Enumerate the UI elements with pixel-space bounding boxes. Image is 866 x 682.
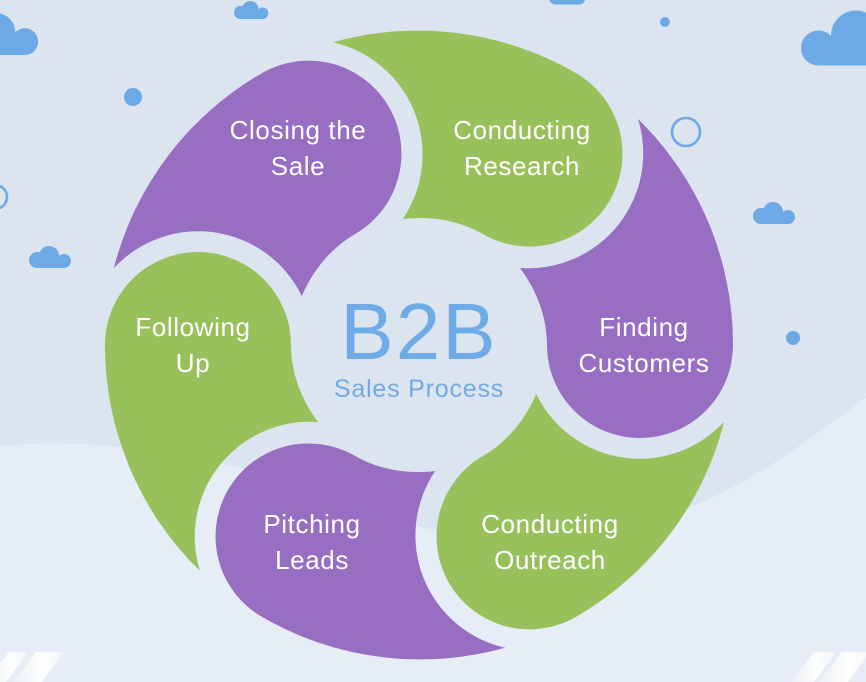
step-petal-pitching-leads [215, 443, 506, 660]
step-label-closing-the-sale: Closing the Sale [188, 112, 408, 184]
step-label-line: Up [175, 348, 211, 378]
cloud-icon [549, 0, 586, 5]
step-label-line: Following [135, 312, 251, 342]
step-petal-finding-customers [520, 119, 734, 438]
dot-icon [786, 331, 800, 345]
dot-icon [124, 88, 142, 106]
step-petal-following-up [104, 252, 318, 571]
step-label-line: Conducting [453, 115, 591, 145]
step-label-line: Leads [275, 545, 349, 575]
step-petal-conducting-research [332, 30, 623, 247]
step-label-line: Sale [270, 151, 326, 181]
step-label-conducting-outreach: Conducting Outreach [440, 506, 660, 578]
step-label-line: Outreach [494, 545, 606, 575]
step-label-line: Closing the [229, 115, 367, 145]
ring-icon [0, 184, 9, 210]
stripe-decoration [14, 652, 63, 682]
step-label-finding-customers: Finding Customers [534, 309, 754, 381]
step-label-line: Pitching [263, 509, 361, 539]
stripe-decoration [791, 652, 836, 682]
stripe-decoration [0, 652, 28, 682]
step-petal-conducting-outreach [436, 394, 725, 630]
step-label-pitching-leads: Pitching Leads [202, 506, 422, 578]
ring-icon [670, 116, 702, 148]
step-label-line: Research [463, 151, 581, 181]
process-cycle [104, 30, 734, 660]
stripe-decoration [819, 652, 866, 682]
step-label-line: Conducting [481, 509, 619, 539]
step-label-line: Customers [578, 348, 710, 378]
diagram-subtitle: Sales Process [333, 375, 505, 403]
dot-icon [660, 17, 670, 27]
step-petal-closing-the-sale [113, 60, 402, 297]
diagram-title: B2B [340, 287, 498, 376]
step-label-line: Finding [599, 312, 689, 342]
step-label-following-up: Following Up [83, 309, 303, 381]
step-label-conducting-research: Conducting Research [412, 112, 632, 184]
